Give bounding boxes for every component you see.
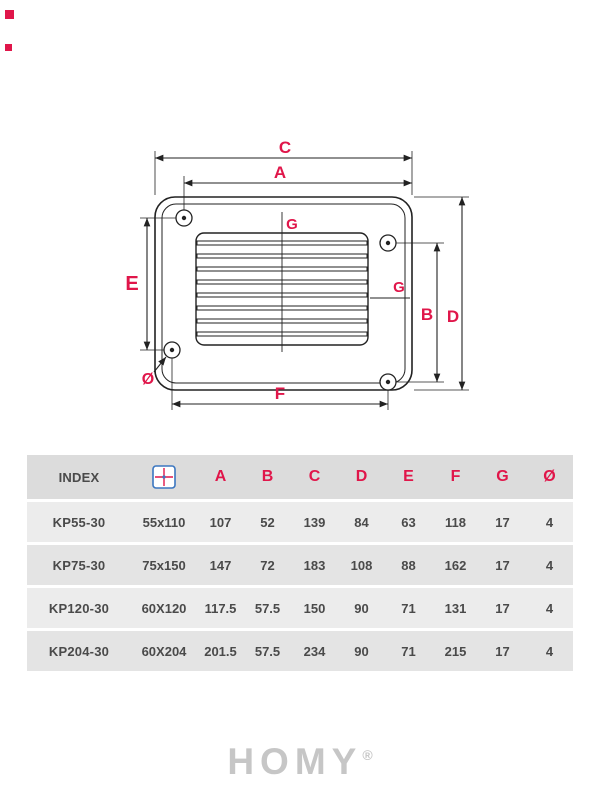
dimension-label-c: C — [279, 138, 291, 157]
page-marker — [5, 10, 14, 19]
value-cell: 90 — [354, 643, 369, 659]
dimension-label-f: F — [275, 384, 285, 403]
size-icon-cell — [131, 464, 197, 490]
dimension-header-d: D — [355, 468, 368, 485]
value-cell: 17 — [495, 557, 510, 573]
dimension-label-e: E — [125, 273, 138, 295]
dimension-label-a: A — [274, 163, 286, 182]
value-cell: 84 — [354, 514, 369, 530]
value-cell: 17 — [495, 514, 510, 530]
value-cell: 72 — [260, 557, 275, 573]
registered-trademark-symbol: ® — [362, 747, 373, 763]
value-cell: 162 — [444, 557, 467, 573]
dimension-label-diameter: Ø — [142, 371, 154, 388]
dimension-reference-icon — [152, 465, 176, 489]
value-cell: 107 — [209, 514, 232, 530]
value-cell: 139 — [303, 514, 326, 530]
value-cell: 147 — [209, 557, 232, 573]
value-cell: 234 — [303, 643, 326, 659]
screw-hole — [379, 373, 397, 391]
louver-grille — [195, 212, 410, 352]
technical-drawing: C A E Ø F G G B D — [125, 138, 469, 410]
value-cell: 4 — [545, 557, 554, 573]
screw-hole — [175, 209, 193, 227]
value-cell: 201.5 — [204, 643, 237, 659]
index-cell: KP204-30 — [48, 643, 110, 659]
table-row: KP120-30 60X120 117.5 57.5 150 90 71 131… — [27, 588, 573, 628]
value-cell: 17 — [495, 600, 510, 616]
dimension-header-c: C — [308, 468, 321, 485]
size-cell: 55x110 — [142, 514, 186, 530]
brand-logo-text: HOMY — [227, 741, 363, 782]
dimension-header-diameter: Ø — [543, 468, 556, 485]
index-header: INDEX — [58, 469, 100, 485]
index-cell: KP75-30 — [52, 557, 106, 573]
table-row: KP204-30 60X204 201.5 57.5 234 90 71 215… — [27, 631, 573, 671]
size-cell: 60X120 — [141, 600, 187, 616]
dimension-label-b: B — [421, 305, 433, 324]
dimension-label-g-top: G — [286, 216, 298, 233]
table-row: KP75-30 75x150 147 72 183 108 88 162 17 … — [27, 545, 573, 585]
diameter-leader-line — [153, 356, 167, 373]
dimensions-table: INDEX A B C D E F G Ø KP55-30 55x110 107 — [27, 455, 573, 671]
value-cell: 117.5 — [204, 600, 237, 616]
dimension-header-e: E — [403, 468, 414, 485]
page-marker — [5, 44, 12, 51]
value-cell: 52 — [260, 514, 275, 530]
size-cell: 75x150 — [142, 557, 186, 573]
value-cell: 57.5 — [254, 643, 281, 659]
table-row: KP55-30 55x110 107 52 139 84 63 118 17 4 — [27, 502, 573, 542]
value-cell: 90 — [354, 600, 369, 616]
dimension-header-b: B — [261, 468, 274, 485]
screw-holes — [163, 209, 397, 391]
index-cell: KP55-30 — [52, 514, 106, 530]
value-cell: 88 — [401, 557, 416, 573]
value-cell: 215 — [444, 643, 467, 659]
dimension-header-f: F — [450, 468, 461, 485]
brand-logo: HOMY® — [0, 743, 600, 780]
screw-hole — [163, 341, 181, 359]
value-cell: 108 — [350, 557, 373, 573]
value-cell: 131 — [444, 600, 467, 616]
screw-hole — [379, 234, 397, 252]
dimension-label-d: D — [447, 307, 459, 326]
dimension-header-g: G — [496, 468, 509, 485]
value-cell: 4 — [545, 514, 554, 530]
value-cell: 4 — [545, 643, 554, 659]
dimension-header-a: A — [214, 468, 227, 485]
value-cell: 150 — [303, 600, 326, 616]
value-cell: 71 — [401, 600, 416, 616]
value-cell: 57.5 — [254, 600, 281, 616]
value-cell: 118 — [445, 514, 466, 530]
table-header-row: INDEX A B C D E F G Ø — [27, 455, 573, 499]
value-cell: 17 — [495, 643, 510, 659]
value-cell: 4 — [545, 600, 554, 616]
value-cell: 71 — [401, 643, 416, 659]
value-cell: 183 — [303, 557, 326, 573]
dimension-label-g-right: G — [393, 279, 405, 296]
size-cell: 60X204 — [141, 643, 187, 659]
value-cell: 63 — [401, 514, 416, 530]
index-cell: KP120-30 — [48, 600, 110, 616]
